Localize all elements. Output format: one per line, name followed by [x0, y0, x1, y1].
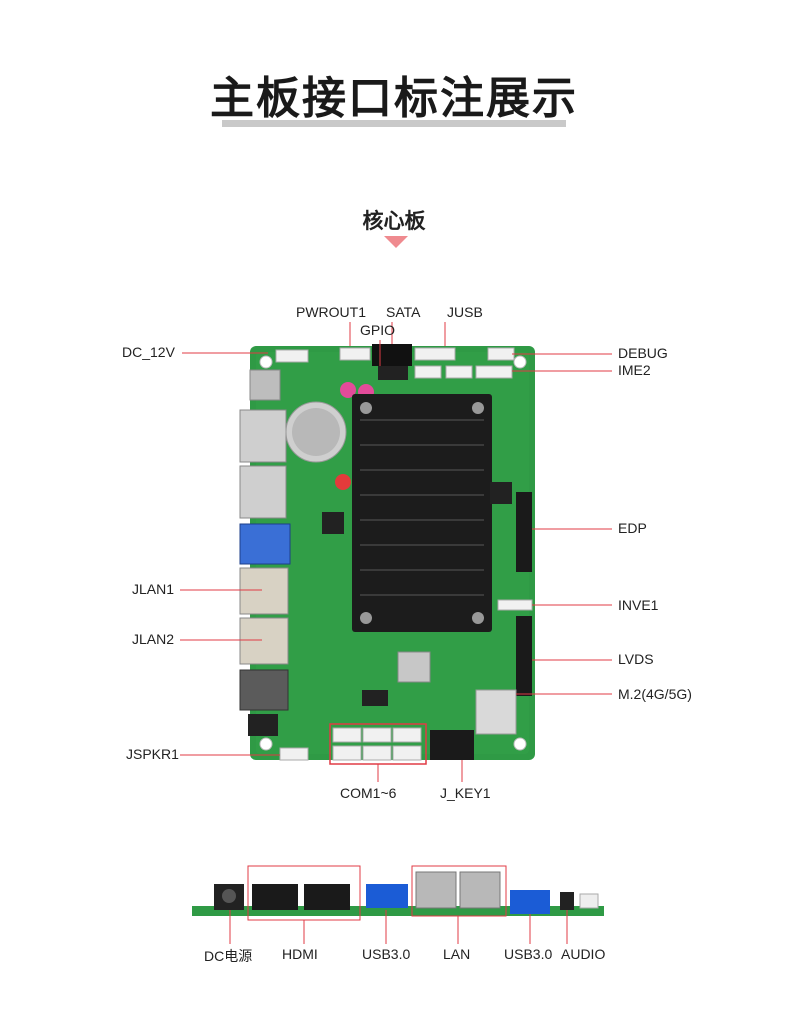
- ic-chip: [362, 690, 388, 706]
- header: [414, 365, 442, 379]
- label-io-usb3-left: USB3.0: [362, 946, 411, 962]
- mount-hole: [513, 355, 527, 369]
- jkey1-header: [430, 730, 474, 760]
- label-sata: SATA: [386, 304, 421, 320]
- lan-side: [415, 871, 457, 909]
- label-jspkr1: JSPKR1: [126, 746, 179, 762]
- label-dc-12v: DC_12V: [122, 344, 175, 360]
- com-header: [362, 745, 392, 761]
- label-io-dc: DC电源: [204, 948, 253, 964]
- lan-side: [459, 871, 501, 909]
- label-ime2: IME2: [618, 362, 651, 378]
- com-header: [392, 745, 422, 761]
- usb3-side: [366, 884, 408, 908]
- label-gpio: GPIO: [360, 322, 396, 338]
- mount-hole: [259, 737, 273, 751]
- label-jusb: JUSB: [447, 304, 483, 320]
- ic-chip: [490, 482, 512, 504]
- heatsink-screw: [472, 402, 484, 414]
- ime2-header: [475, 365, 513, 379]
- gpio-header: [378, 366, 408, 380]
- ic-chip: [322, 512, 344, 534]
- label-jlan1: JLAN1: [132, 581, 175, 597]
- jusb-header: [414, 347, 456, 361]
- label-io-usb3-right: USB3.0: [504, 946, 553, 962]
- hdmi-port: [239, 409, 287, 463]
- inve1-header: [497, 599, 533, 611]
- edp-connector: [516, 492, 532, 572]
- label-jlan2: JLAN2: [132, 631, 175, 647]
- heatsink-screw: [472, 612, 484, 624]
- hdmi-port: [239, 465, 287, 519]
- lan-port: [239, 567, 289, 615]
- usb3-side: [510, 890, 550, 914]
- title-underline: [222, 120, 566, 127]
- usb3-port: [239, 669, 289, 711]
- capacitor: [340, 382, 356, 398]
- io-board-edge: [192, 906, 604, 916]
- label-pwrout1: PWROUT1: [296, 304, 366, 320]
- heatsink: [352, 394, 492, 632]
- capacitor: [335, 474, 351, 490]
- com-header: [362, 727, 392, 743]
- com-header: [392, 727, 422, 743]
- jspkr1-header: [279, 747, 309, 761]
- label-debug: DEBUG: [618, 345, 668, 361]
- label-lvds: LVDS: [618, 651, 654, 667]
- sim-slot: [397, 651, 431, 683]
- page-title: 主板接口标注展示: [210, 73, 578, 124]
- label-edp: EDP: [618, 520, 647, 536]
- m2-slot: [475, 689, 517, 735]
- debug-header: [487, 347, 515, 361]
- mount-hole: [259, 355, 273, 369]
- audio-jack: [248, 714, 278, 736]
- com-header: [332, 727, 362, 743]
- header-side: [579, 893, 599, 909]
- subtitle-pointer: [384, 236, 408, 248]
- heatsink-screw: [360, 612, 372, 624]
- label-io-hdmi: HDMI: [282, 946, 318, 962]
- sata-connector: [372, 344, 412, 366]
- header: [275, 349, 309, 363]
- io-callouts: [229, 865, 568, 944]
- dc-jack: [249, 369, 281, 401]
- label-jkey1: J_KEY1: [440, 785, 491, 801]
- lvds-connector: [516, 616, 532, 696]
- label-com: COM1~6: [340, 785, 397, 801]
- heatsink-fins: [360, 419, 484, 596]
- label-inve1: INVE1: [618, 597, 659, 613]
- label-io-lan: LAN: [443, 946, 471, 962]
- pwrout1-header: [339, 347, 371, 361]
- usb3-port: [239, 523, 291, 565]
- hdmi-side: [304, 884, 350, 910]
- hdmi-side: [252, 884, 298, 910]
- label-m2: M.2(4G/5G): [618, 686, 692, 702]
- callout-lines: [180, 322, 612, 782]
- header: [445, 365, 473, 379]
- com-header: [332, 745, 362, 761]
- section-subtitle: 核心板: [362, 209, 426, 233]
- audio-side: [560, 892, 574, 910]
- label-io-audio: AUDIO: [561, 946, 606, 962]
- mount-hole: [513, 737, 527, 751]
- heatsink-screw: [360, 402, 372, 414]
- lan-port: [239, 617, 289, 665]
